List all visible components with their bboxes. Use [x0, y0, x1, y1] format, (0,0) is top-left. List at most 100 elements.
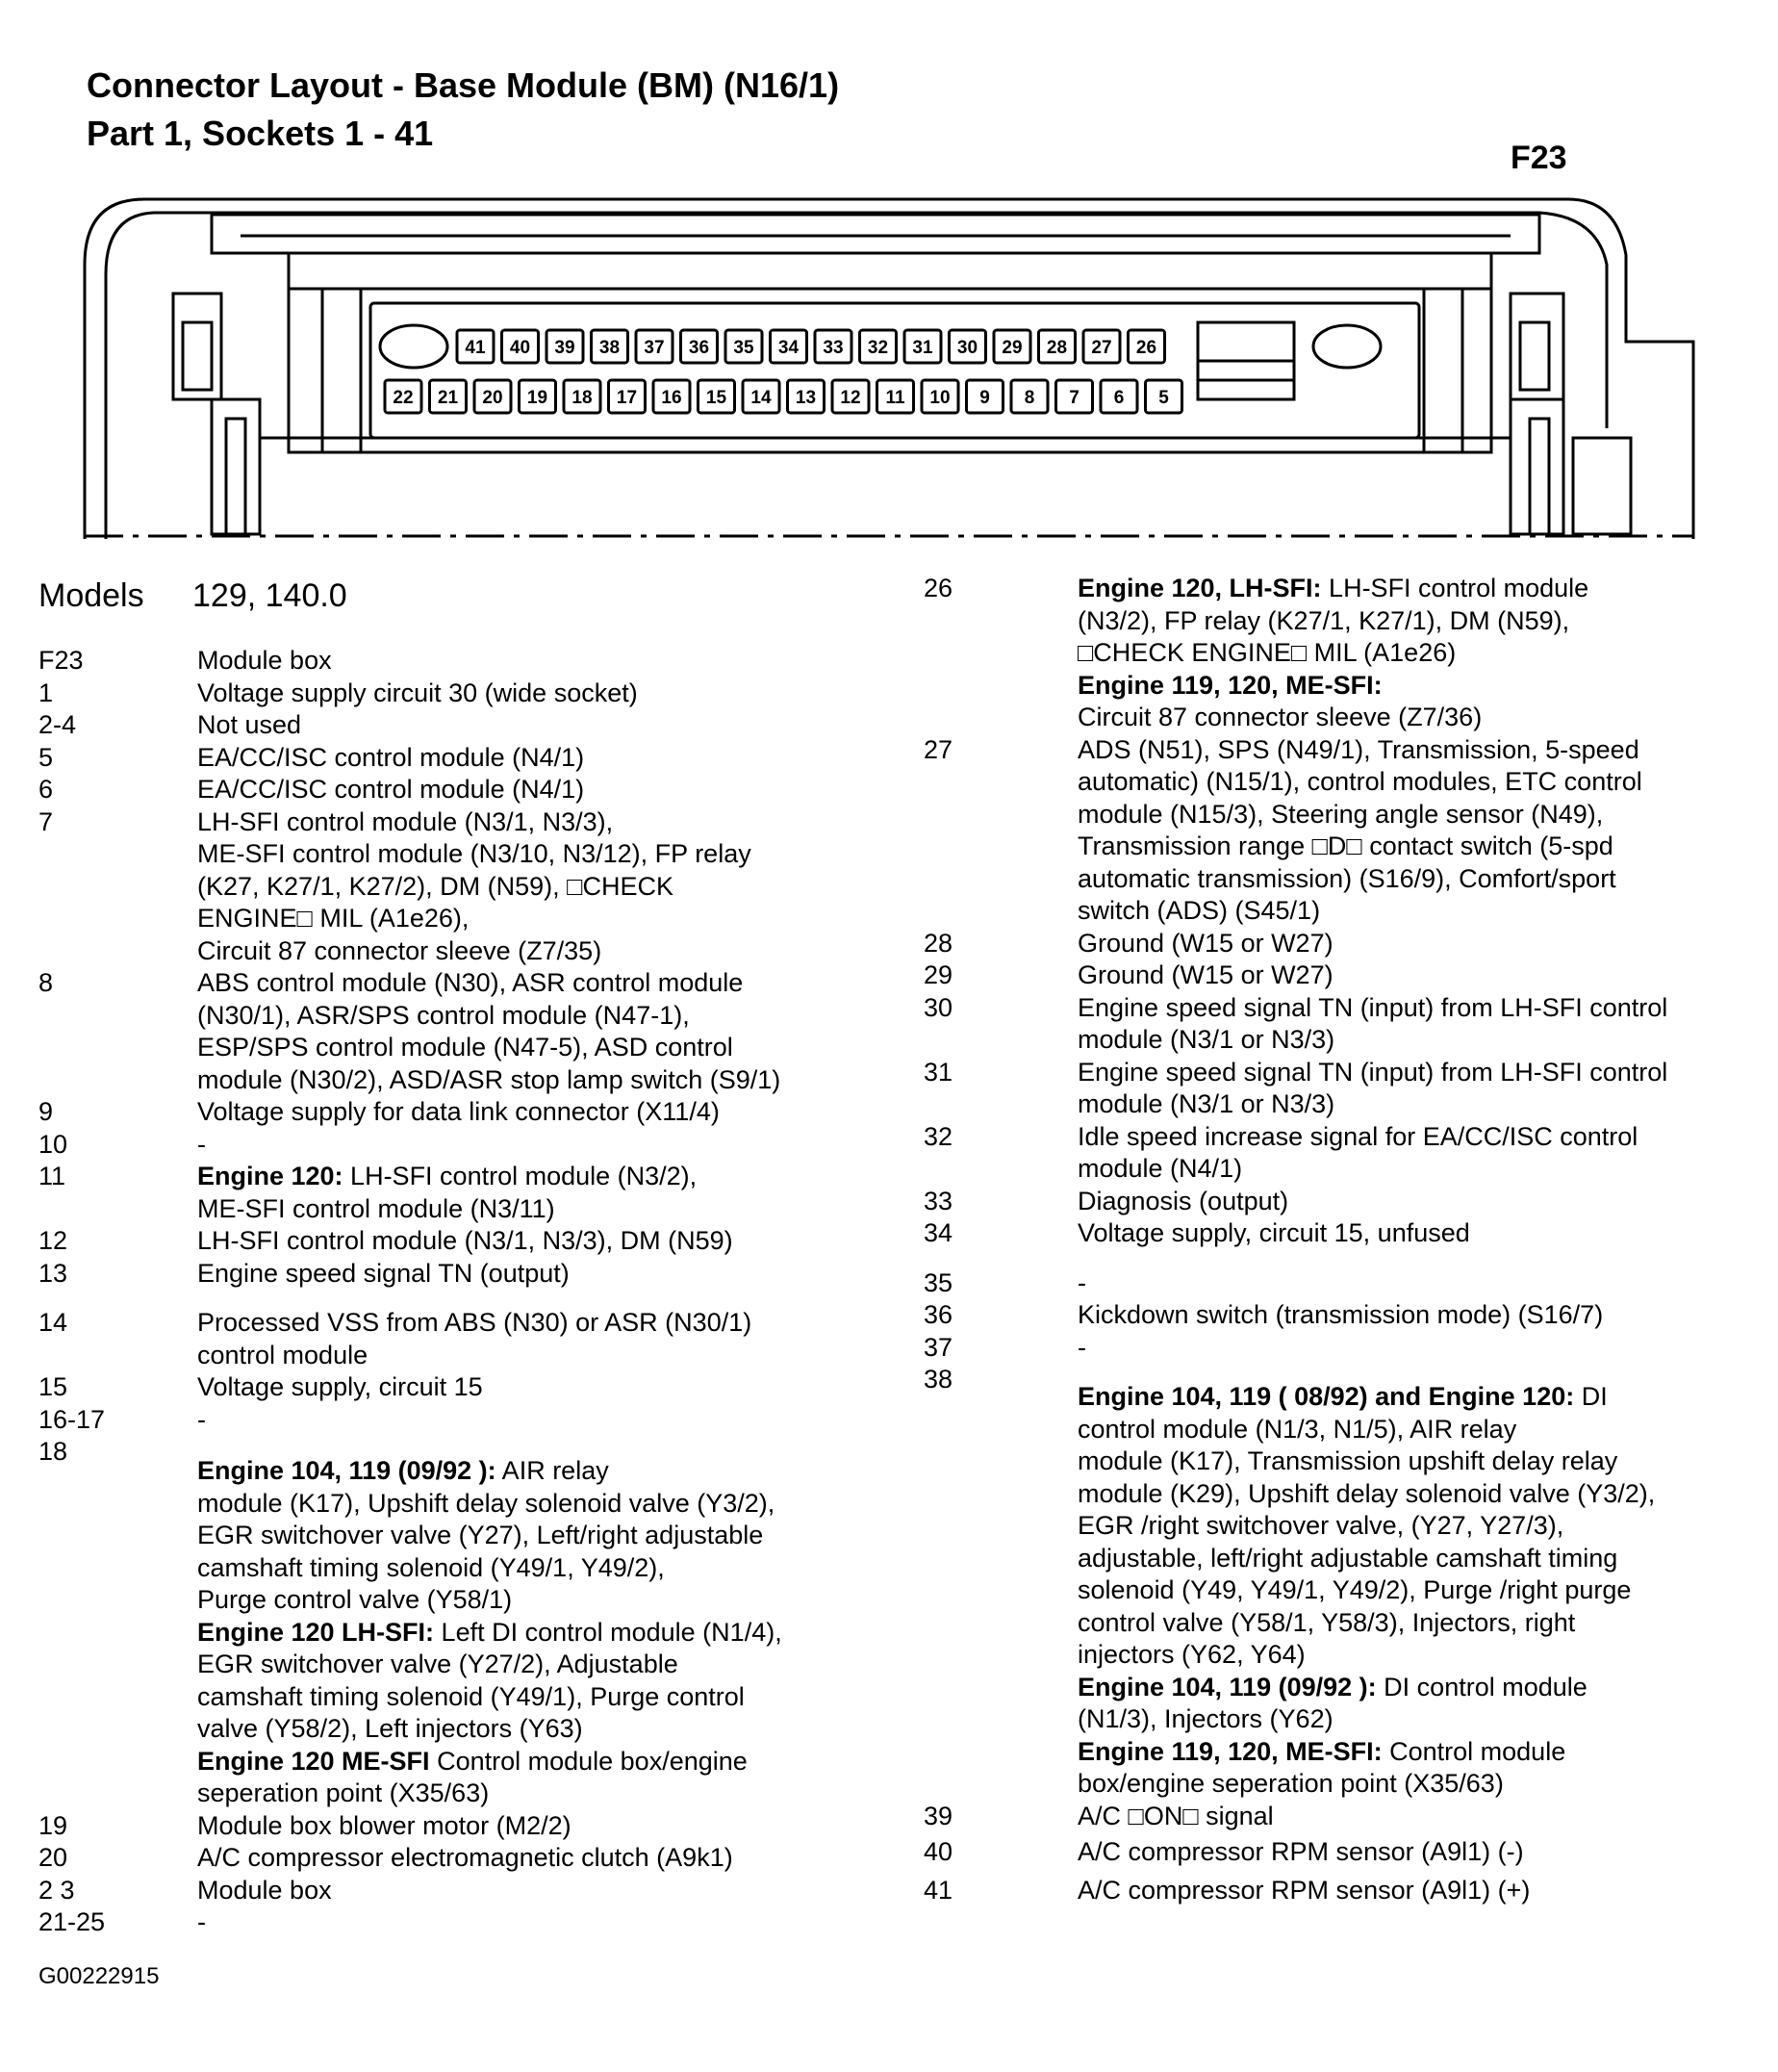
pin-desc: - [1078, 1267, 1086, 1297]
pin-socket-26 [1127, 328, 1166, 365]
pin-label-29: 29 [1002, 338, 1022, 358]
pin-row: 10- [38, 1129, 885, 1162]
pin-label-14: 14 [750, 388, 772, 408]
pin-desc: Module box [197, 646, 332, 675]
pin-socket-38 [590, 328, 629, 365]
pin-number: 36 [924, 1300, 953, 1329]
pin-socket-13 [786, 378, 826, 415]
pin-label-21: 21 [438, 388, 459, 408]
pin-number: 13 [38, 1258, 68, 1288]
models-value: 129, 140.0 [192, 577, 347, 614]
pin-number: 9 [38, 1097, 54, 1126]
pin-socket-27 [1081, 328, 1122, 365]
f23-label: F23 [1511, 140, 1567, 176]
pin-desc: Engine speed signal TN (input) from LH-S… [1078, 992, 1668, 1055]
pin-number: 10 [38, 1129, 68, 1159]
pin-socket-31 [902, 328, 943, 365]
pin-socket-39 [545, 328, 585, 365]
pin-desc: Engine speed signal TN (input) from LH-S… [1078, 1057, 1668, 1119]
pin-socket-30 [948, 328, 987, 365]
pin-number: 29 [924, 960, 953, 989]
pin-label-15: 15 [706, 388, 727, 408]
pin-desc: ADS (N51), SPS (N49/1), Transmission, 5-… [1078, 734, 1642, 926]
pin-row: 9 Voltage supply for data link connector … [38, 1096, 885, 1129]
pin-socket-18 [562, 378, 602, 415]
pin-label-28: 28 [1047, 338, 1067, 358]
pin-desc: Voltage supply, circuit 15, unfused [1078, 1218, 1470, 1247]
pin-desc: Processed VSS from ABS (N30) or ASR (N30… [197, 1308, 752, 1369]
pin-number: 16-17 [38, 1404, 106, 1434]
pin-number: 38 [924, 1365, 953, 1394]
pin-label-37: 37 [644, 338, 664, 358]
pin-socket-17 [607, 378, 647, 415]
pin-desc: A/C compressor electromagnetic clutch (A… [197, 1843, 733, 1872]
pin-socket-12 [830, 378, 871, 415]
oval-key-right [1311, 323, 1383, 370]
pin-row: F23 Module box [38, 645, 885, 678]
pin-number: 35 [924, 1267, 953, 1297]
pin-label-5: 5 [1158, 388, 1169, 408]
pin-desc: LH-SFI control module (N3/1, N3/3), DM (… [197, 1226, 733, 1255]
connector-body [287, 287, 1493, 454]
page-subtitle: Part 1, Sockets 1 - 41 [87, 114, 434, 153]
pin-desc: Engine 120: LH-SFI control module (N3/2)… [197, 1162, 698, 1223]
pin-number: 32 [924, 1121, 953, 1151]
pin-desc: Idle speed increase signal for EA/CC/ISC… [1078, 1121, 1638, 1184]
pin-socket-34 [769, 328, 808, 365]
pin-socket-6 [1099, 378, 1139, 415]
pin-label-30: 30 [957, 338, 978, 358]
pin-socket-11 [876, 378, 915, 415]
pin-number: F23 [38, 646, 84, 675]
pin-desc: EA/CC/ISC control module (N4/1) [197, 742, 585, 772]
pin-number: 18 [38, 1437, 68, 1466]
pin-row: 34 Voltage supply, circuit 15, unfused [924, 1217, 1751, 1250]
pin-label-35: 35 [733, 338, 754, 358]
pin-socket-35 [724, 328, 764, 365]
pin-label-11: 11 [885, 388, 905, 408]
housing-inner-curve [104, 211, 1609, 539]
pin-number: 15 [38, 1372, 68, 1401]
pin-desc: Engine speed signal TN (output) [197, 1258, 570, 1288]
pin-socket-15 [697, 378, 736, 415]
pin-number: 21-25 [38, 1907, 106, 1936]
pin-socket-32 [858, 328, 898, 365]
pin-number: 39 [924, 1801, 953, 1830]
pin-socket-36 [679, 328, 719, 365]
pin-socket-9 [965, 378, 1004, 415]
pin-label-33: 33 [823, 338, 843, 358]
left-clip [171, 292, 223, 401]
pin-desc: Diagnosis (output) [1078, 1186, 1289, 1215]
pin-label-6: 6 [1114, 388, 1125, 408]
pin-number: 7 [38, 806, 54, 836]
pin-desc: Voltage supply for data link connector (… [197, 1097, 720, 1126]
pin-desc: Engine 104, 119 ( 08/92) and Engine 120:… [1078, 1382, 1656, 1798]
pin-row: 37- [924, 1332, 1751, 1365]
pin-number: 31 [924, 1057, 953, 1087]
pin-desc: - [197, 1907, 206, 1936]
pin-row: 32 Idle speed increase signal for EA/CC/I… [924, 1121, 1751, 1186]
pin-desc: Module box [197, 1875, 332, 1905]
pin-number: 34 [924, 1218, 953, 1247]
pin-desc: ABS control module (N30), ASR control mo… [197, 968, 781, 1094]
